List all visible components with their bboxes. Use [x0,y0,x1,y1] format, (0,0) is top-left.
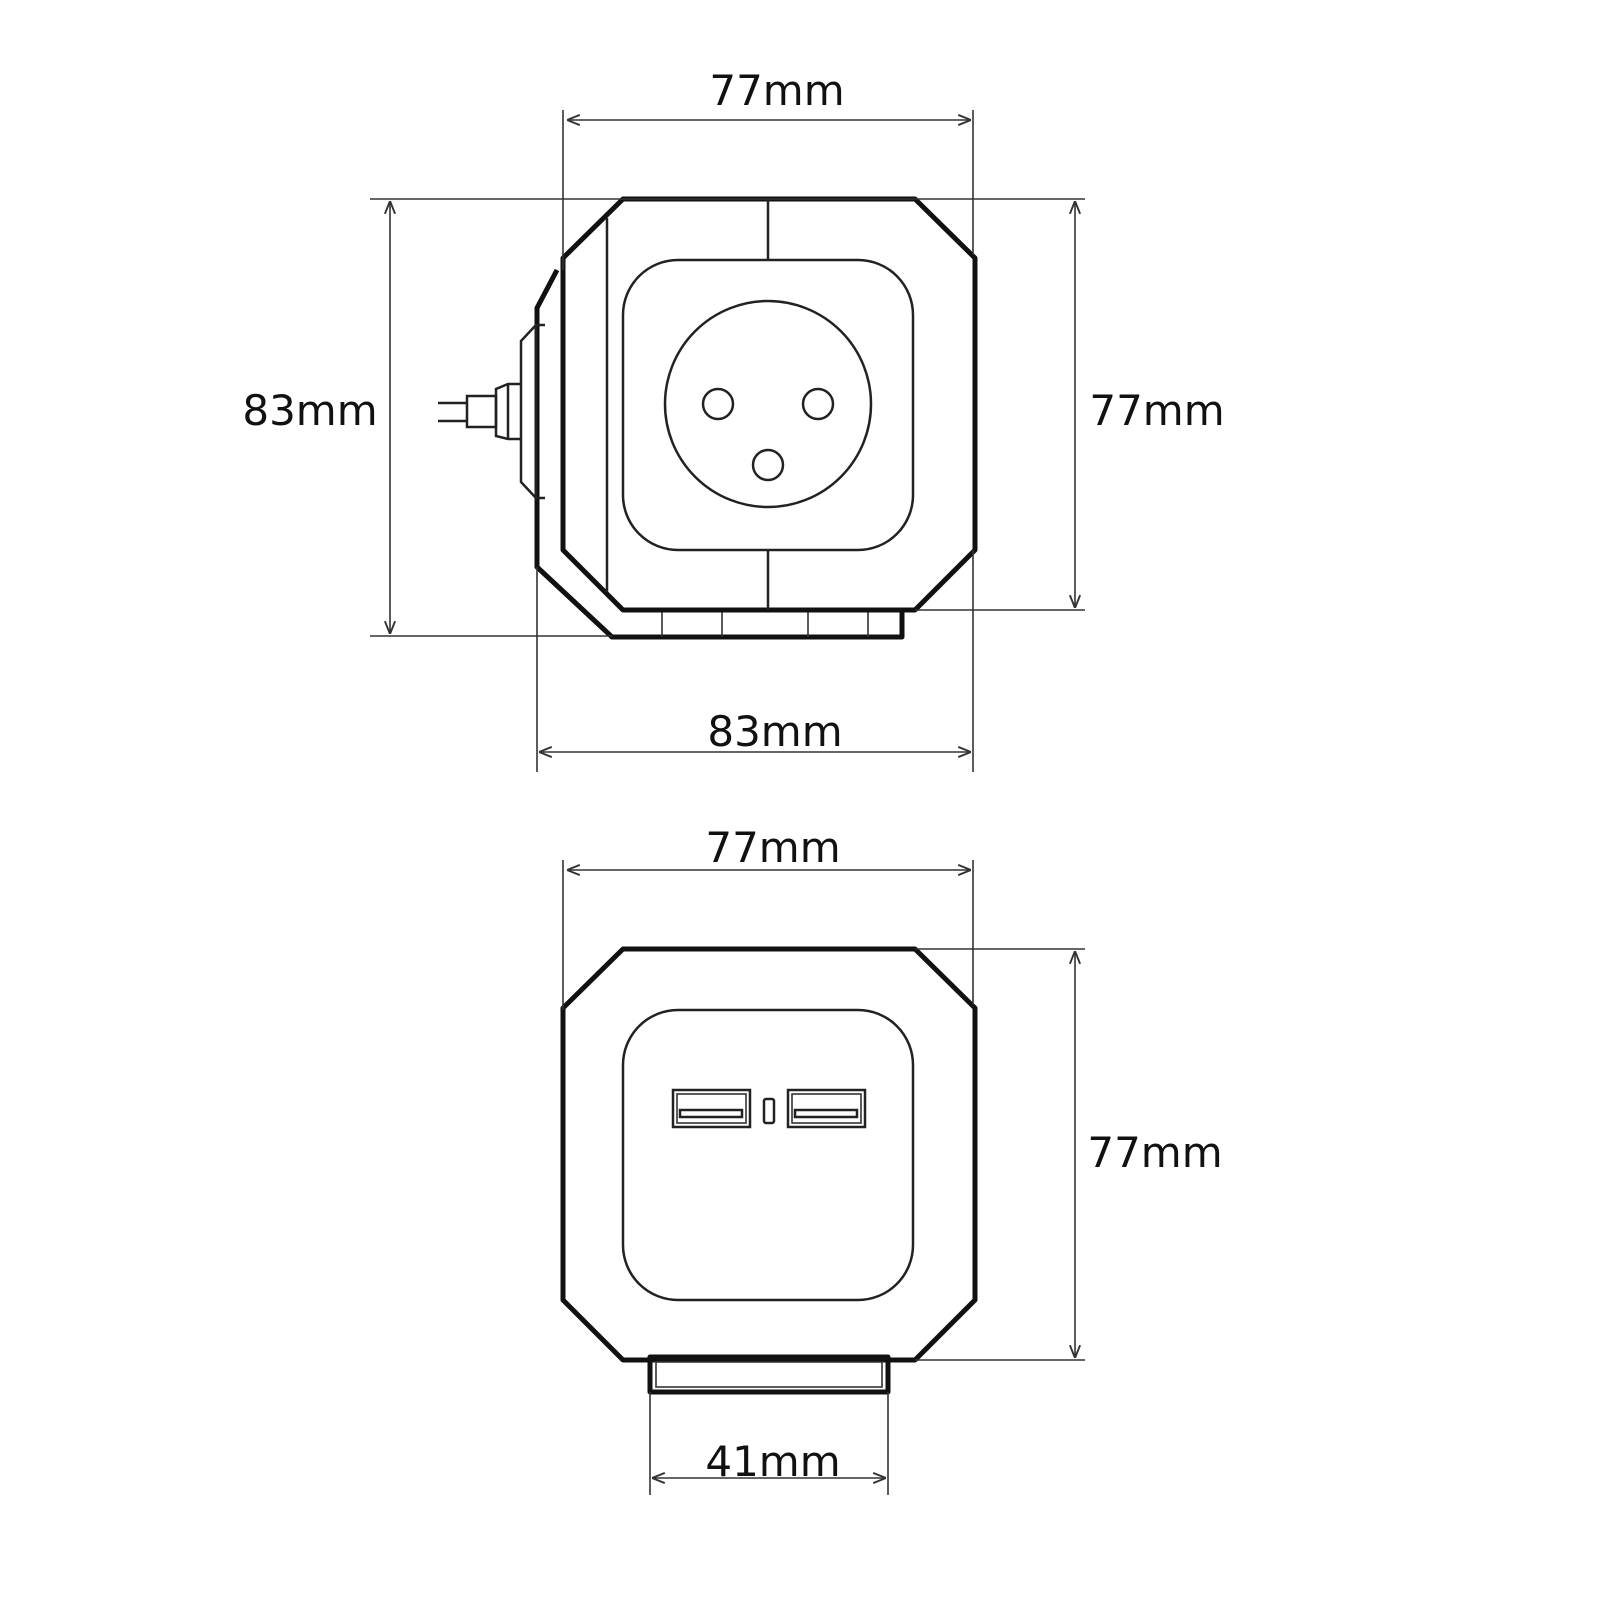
base-tabs [661,610,869,637]
usb-port-right [786,1088,867,1129]
base-stand [647,1354,891,1395]
bottom-view-dimensions: 77mm 77mm 41mm [562,823,1223,1495]
led-indicator [762,1097,776,1125]
top-view-dimensions: 77mm 83mm 77mm 83mm [242,66,1225,772]
usb-faceplate [621,1008,915,1302]
usb-side-view [560,946,978,1395]
label-base-width: 41mm [705,1437,840,1486]
label-body-height: 77mm [1089,386,1224,435]
rear-housing [534,268,905,640]
earth-pin-hole [751,448,785,482]
usb-port-left [671,1088,752,1129]
label-total-width: 83mm [707,707,842,756]
power-cable [438,401,467,423]
socket-faceplate [621,258,915,552]
pin-hole-left [701,387,735,421]
socket-recess [663,299,873,509]
pin-hole-right [801,387,835,421]
label-total-height: 83mm [242,386,377,435]
label-usb-height: 77mm [1087,1128,1222,1177]
label-usb-width: 77mm [705,823,840,872]
cable-gland [465,323,545,500]
label-top-width: 77mm [709,66,844,115]
socket-side-view [438,196,978,640]
